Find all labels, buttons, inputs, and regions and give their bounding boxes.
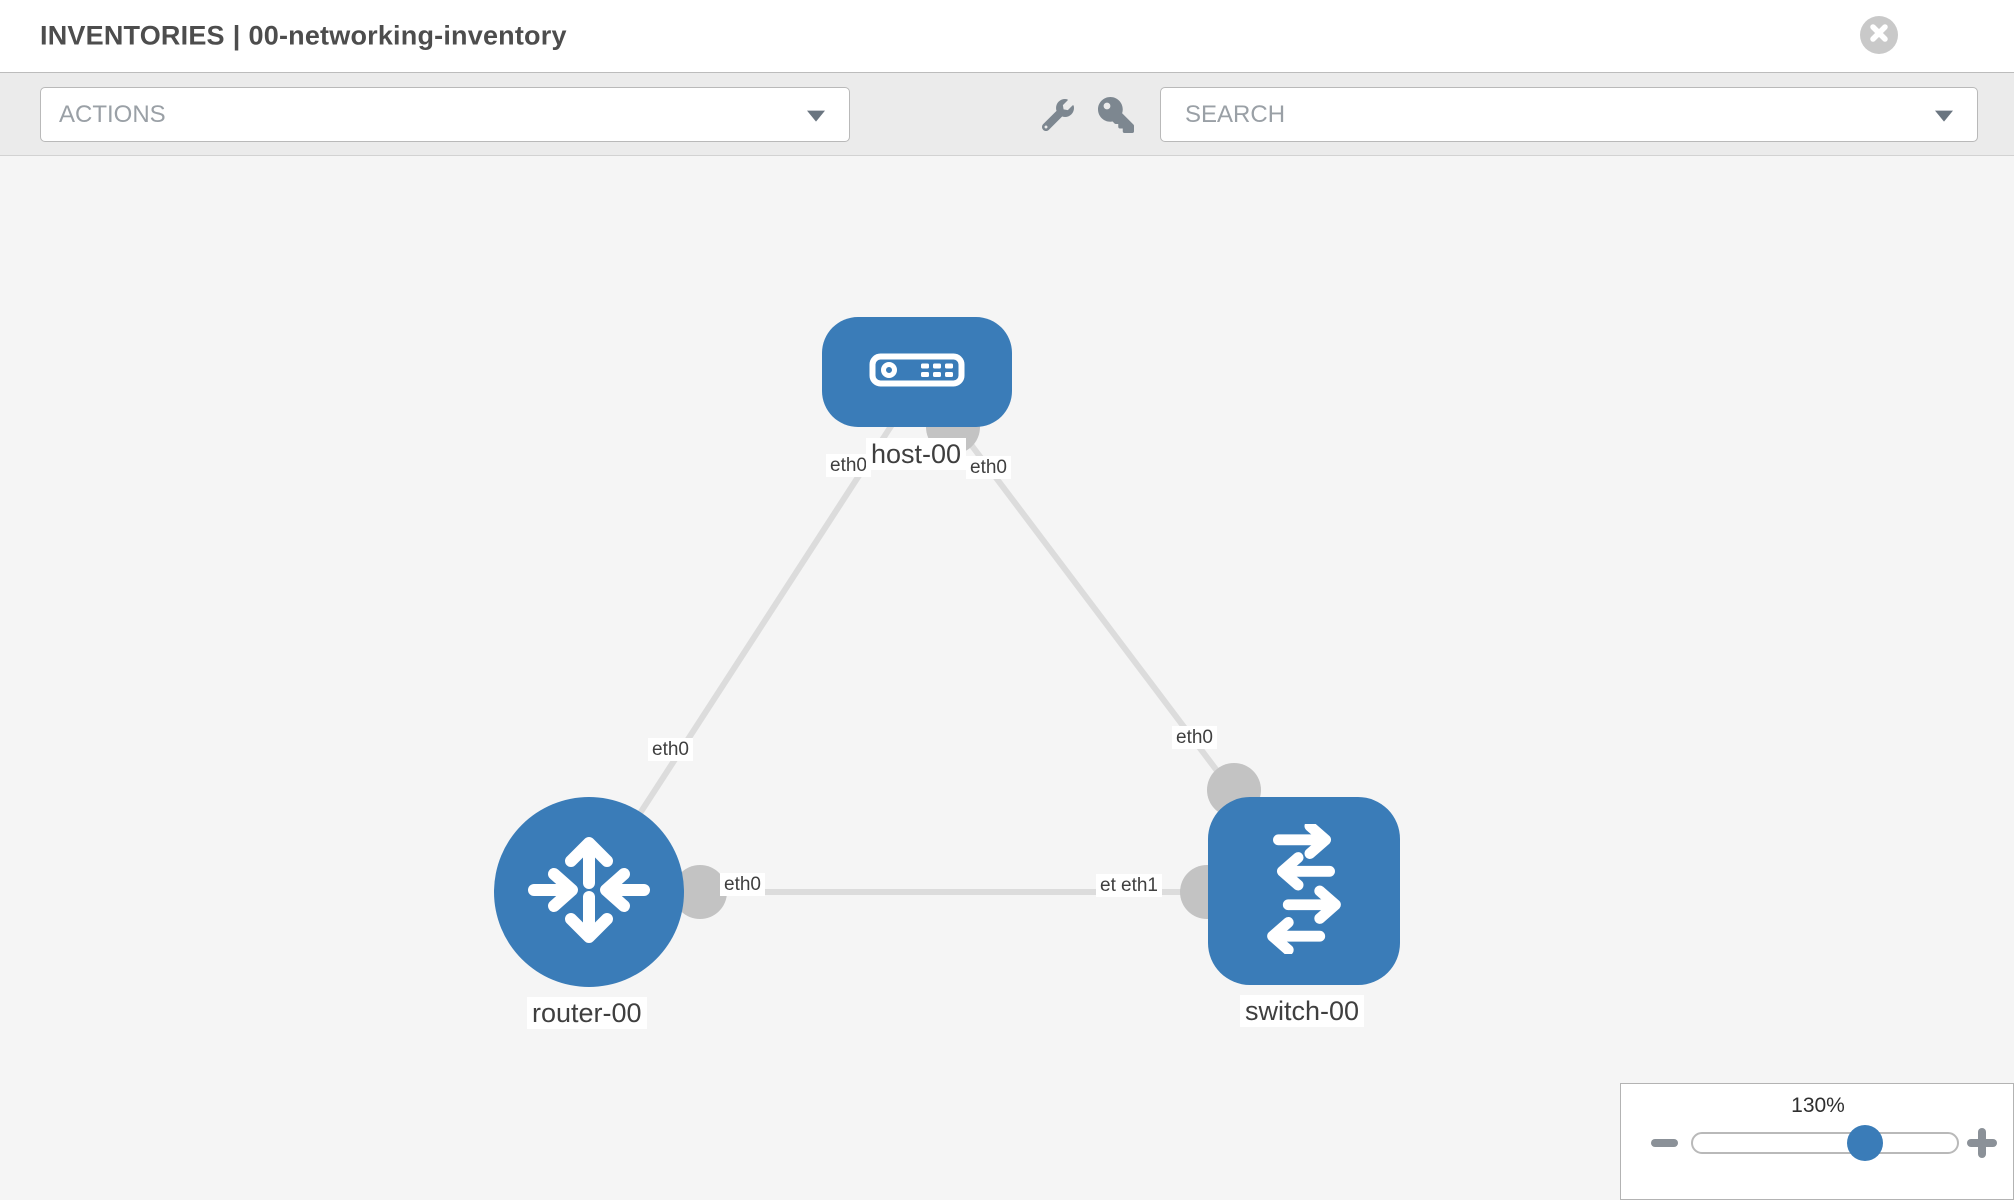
interface-label: eth0 [966, 456, 1011, 480]
breadcrumb-separator: | [232, 20, 241, 51]
zoom-control-panel: 130% [1620, 1083, 2014, 1200]
search-dropdown[interactable] [1160, 87, 1978, 142]
node-label-switch: switch-00 [1240, 995, 1365, 1028]
node-label-host: host-00 [866, 438, 967, 471]
breadcrumb-inventory-name: 00-networking-inventory [248, 20, 567, 51]
node-host-00[interactable] [822, 317, 1012, 427]
router-arrows-icon [524, 825, 654, 960]
breadcrumb-inventories: INVENTORIES [40, 20, 225, 51]
node-switch-00[interactable] [1208, 797, 1400, 985]
zoom-in-button[interactable] [1967, 1128, 1997, 1158]
chevron-down-icon [807, 110, 825, 122]
toolbar: ACTIONS [0, 72, 2014, 156]
page-title: INVENTORIES|00-networking-inventory [40, 21, 567, 52]
search-input[interactable] [1161, 100, 1891, 129]
zoom-slider-thumb[interactable] [1847, 1125, 1883, 1161]
key-icon[interactable] [1098, 97, 1134, 138]
interface-label: eth0 [826, 454, 871, 478]
actions-dropdown[interactable]: ACTIONS [40, 87, 850, 142]
zoom-level-value: 130% [1791, 1094, 1845, 1117]
node-label-router: router-00 [527, 997, 647, 1030]
chevron-down-icon [1935, 110, 1953, 122]
actions-dropdown-label: ACTIONS [59, 100, 166, 128]
interface-label: eth0 [720, 873, 765, 897]
wrench-icon[interactable] [1041, 99, 1074, 136]
zoom-slider[interactable] [1691, 1125, 1959, 1161]
close-icon [1869, 23, 1889, 48]
interface-label: eth0 [648, 738, 693, 762]
node-router-00[interactable] [494, 797, 684, 987]
close-button[interactable] [1860, 16, 1898, 54]
zoom-out-button[interactable] [1651, 1139, 1678, 1147]
server-icon [869, 353, 965, 392]
interface-label: eth0 [1172, 726, 1217, 750]
interface-label: eth1 [1117, 874, 1162, 898]
header: INVENTORIES|00-networking-inventory [0, 0, 2014, 72]
switch-arrows-icon [1245, 820, 1363, 959]
